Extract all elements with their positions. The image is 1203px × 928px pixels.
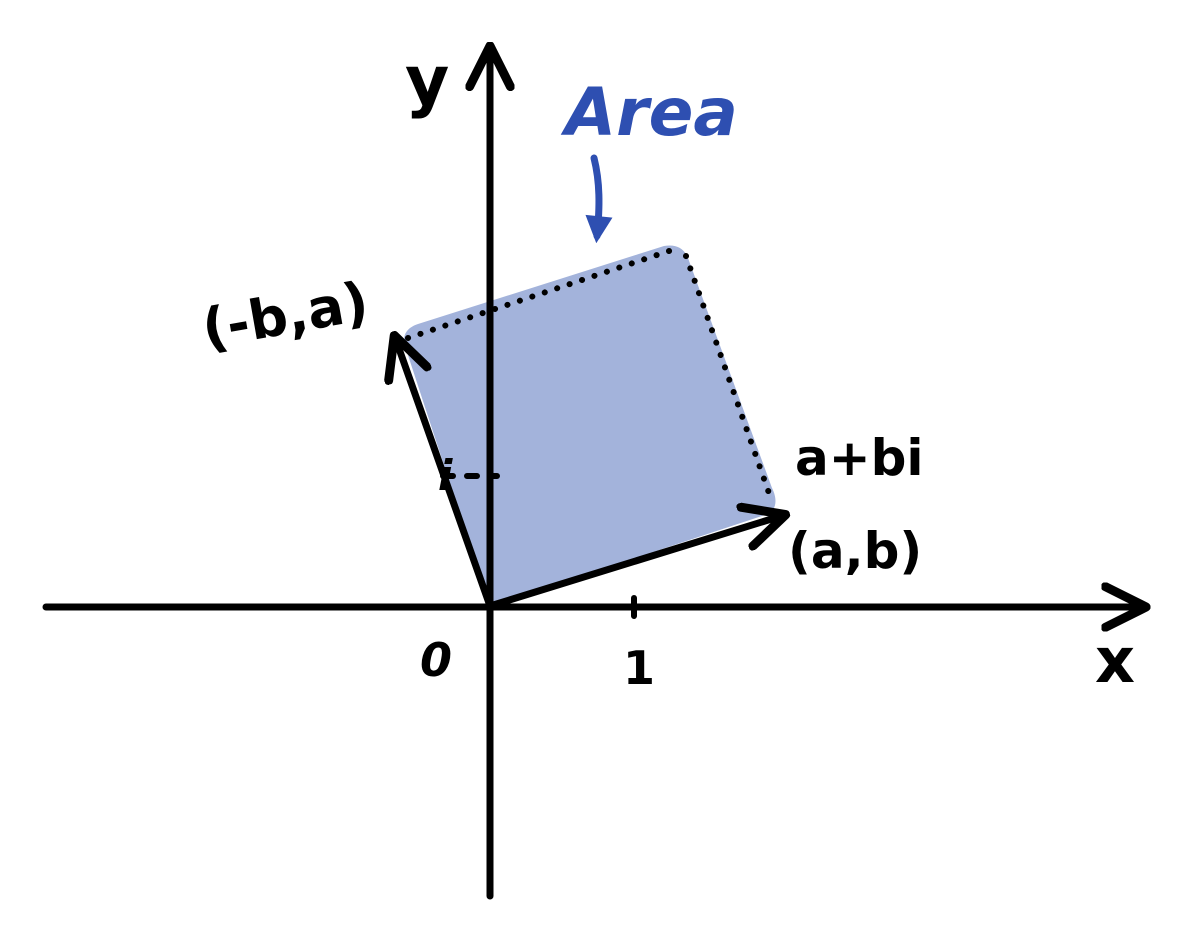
x-axis-label: x <box>1095 624 1135 697</box>
vector-a-b <box>486 517 778 610</box>
x-unit-label: 1 <box>623 641 655 695</box>
primary-vector-label: a+bi <box>795 429 924 487</box>
dotted-edge-top <box>405 245 681 341</box>
primary-vector-coords: (a,b) <box>788 522 922 580</box>
rotated-vector-coords: (-b,a) <box>197 270 373 361</box>
area-label: Area <box>560 74 738 151</box>
origin-label: 0 <box>420 633 452 687</box>
y-axis-label: y <box>405 42 449 121</box>
vector-neg-b-a <box>397 343 494 610</box>
area-region <box>404 245 776 606</box>
area-pointer-arrow <box>594 154 599 236</box>
y-unit-label: i <box>438 451 453 500</box>
dotted-edge-right <box>683 253 773 499</box>
